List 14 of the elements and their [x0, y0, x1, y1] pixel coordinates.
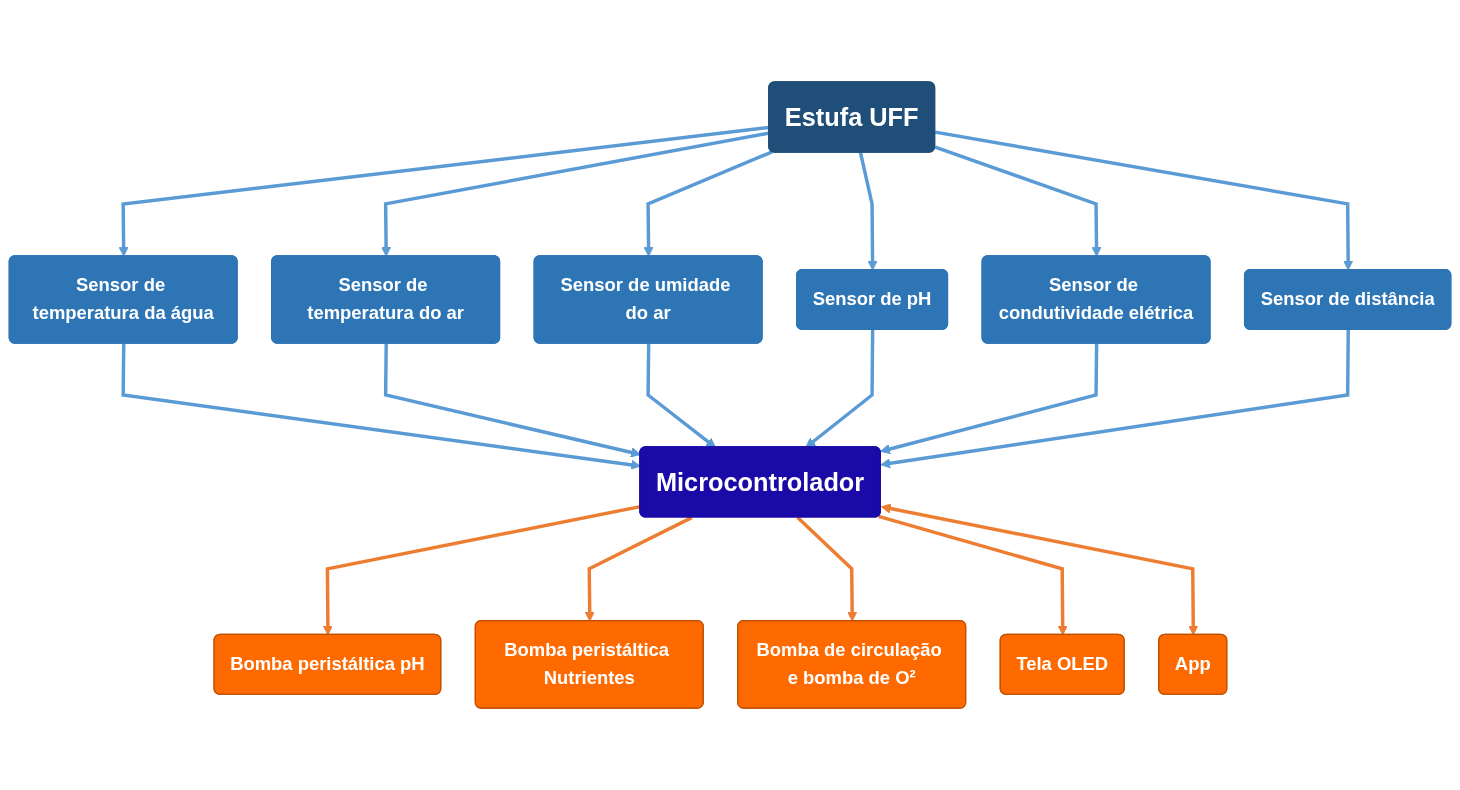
arrow — [121, 343, 641, 470]
arrow — [643, 150, 773, 257]
arrow — [805, 329, 875, 448]
arrow — [584, 516, 693, 622]
arrow — [880, 503, 1199, 636]
arrow — [646, 343, 716, 448]
arrow — [934, 145, 1102, 257]
arrow — [858, 152, 878, 271]
arrow — [934, 130, 1354, 271]
arrow — [880, 343, 1099, 455]
arrow — [383, 343, 641, 458]
arrow — [880, 329, 1350, 469]
arrow — [878, 514, 1068, 636]
arrow — [796, 516, 858, 622]
